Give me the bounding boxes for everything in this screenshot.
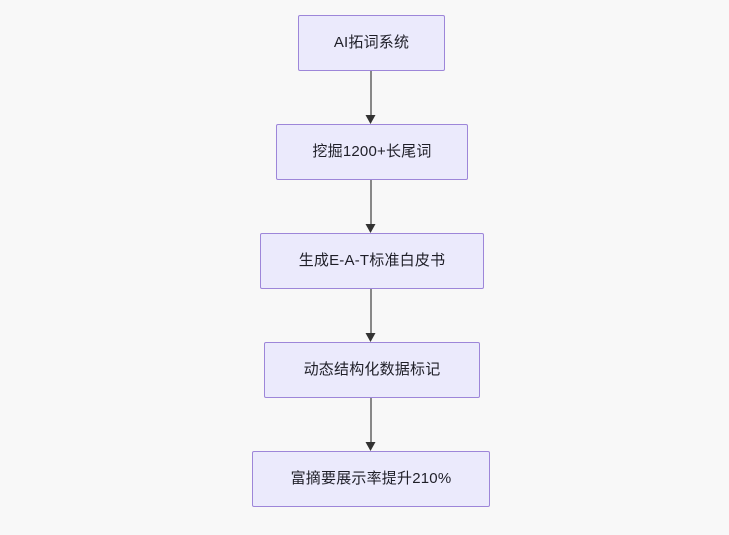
edge-line	[370, 71, 372, 116]
flow-node-4[interactable]: 动态结构化数据标记	[264, 342, 480, 398]
flow-node-5[interactable]: 富摘要展示率提升210%	[252, 451, 490, 507]
flow-node-label: AI拓词系统	[333, 34, 410, 51]
flow-node-3[interactable]: 生成E-A-T标准白皮书	[260, 233, 484, 289]
flow-node-label: 动态结构化数据标记	[303, 361, 441, 378]
arrowhead-icon	[365, 442, 376, 451]
flow-node-1[interactable]: AI拓词系统	[298, 15, 445, 71]
flow-node-label: 富摘要展示率提升210%	[290, 470, 452, 487]
flow-node-2[interactable]: 挖掘1200+长尾词	[276, 124, 468, 180]
edge-line	[370, 398, 372, 443]
edge-line	[370, 180, 372, 225]
edge-line	[370, 289, 372, 334]
flow-node-label: 生成E-A-T标准白皮书	[298, 252, 446, 269]
arrowhead-icon	[365, 224, 376, 233]
arrowhead-icon	[365, 333, 376, 342]
arrowhead-icon	[365, 115, 376, 124]
flow-node-label: 挖掘1200+长尾词	[312, 143, 432, 160]
